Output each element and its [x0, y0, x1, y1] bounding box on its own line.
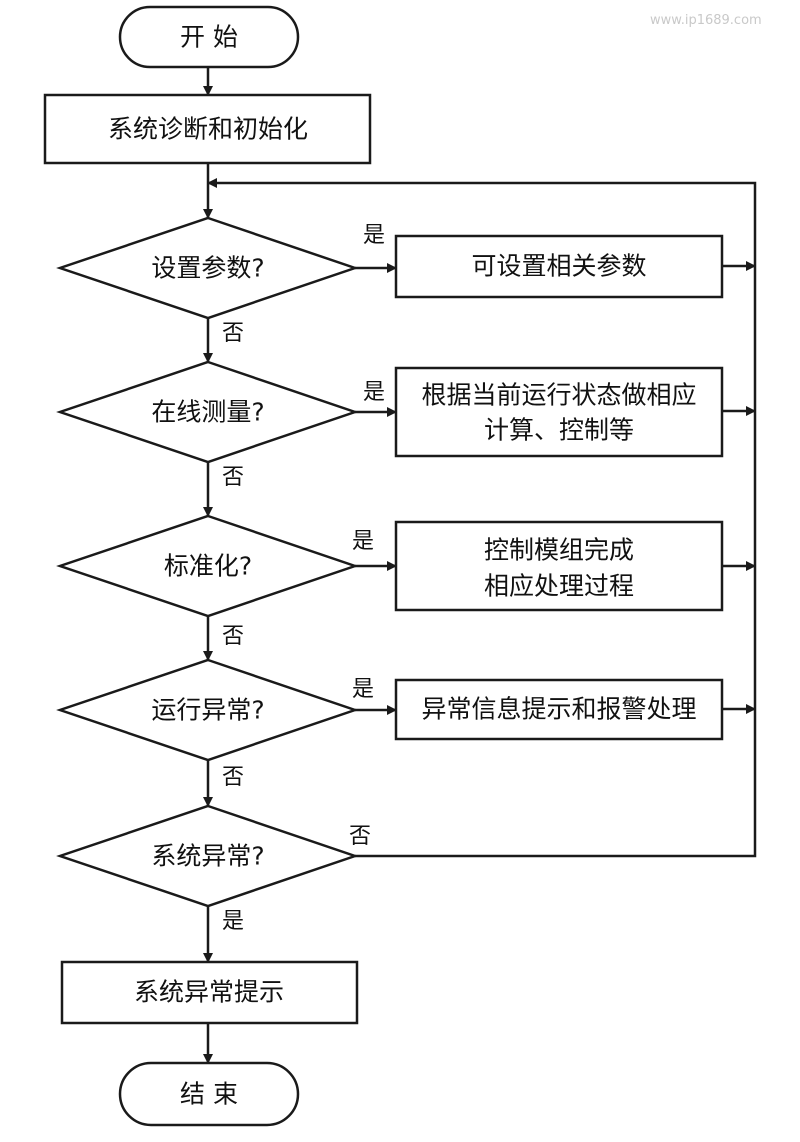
sys-err-label: 系统异常提示: [134, 978, 284, 1007]
q-params-label: 设置参数?: [151, 254, 264, 283]
online-line2: 计算、控制等: [484, 416, 634, 445]
set-params-label: 可设置相关参数: [471, 252, 646, 281]
watermark: www.ip1689.com: [650, 13, 762, 28]
no-label-sys-err: 否: [349, 824, 371, 849]
no-label-standard: 否: [222, 624, 244, 649]
yes-label-params: 是: [363, 223, 385, 248]
standard-line2: 相应处理过程: [484, 572, 634, 601]
yes-label-online: 是: [363, 380, 385, 405]
no-label-params: 否: [222, 321, 244, 346]
q-online-label: 在线测量?: [151, 398, 264, 427]
standard-line1: 控制模组完成: [484, 536, 634, 565]
standardize-process-box: [394, 520, 724, 612]
yes-label-sys-err: 是: [222, 909, 244, 934]
run-error-box: [394, 678, 724, 741]
end-label: 结 束: [180, 1080, 238, 1109]
online-process-box: [394, 366, 724, 458]
init-label: 系统诊断和初始化: [108, 115, 308, 144]
q-sys-err-label: 系统异常?: [151, 842, 264, 871]
yes-label-standard: 是: [352, 529, 374, 554]
init-box: [43, 93, 372, 165]
online-line1: 根据当前运行状态做相应: [421, 381, 696, 410]
system-error-box: [60, 960, 359, 1025]
no-label-online: 否: [222, 465, 244, 490]
start-label: 开 始: [180, 23, 238, 52]
yes-label-run-err: 是: [352, 677, 374, 702]
q-standard-label: 标准化?: [164, 552, 252, 581]
no-label-run-err: 否: [222, 765, 244, 790]
loop-back-line: [207, 178, 757, 858]
q-run-err-label: 运行异常?: [151, 696, 264, 725]
run-err-label: 异常信息提示和报警处理: [421, 695, 696, 724]
